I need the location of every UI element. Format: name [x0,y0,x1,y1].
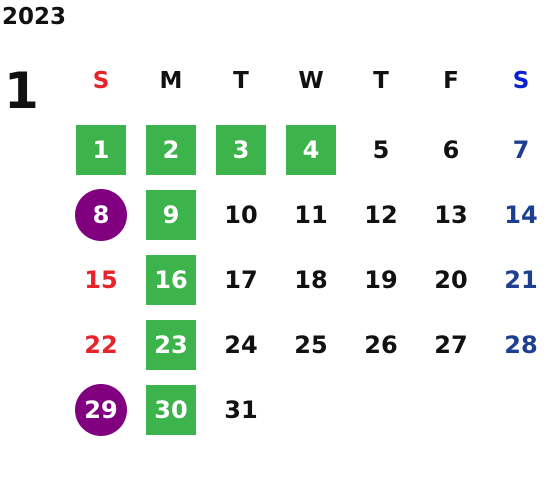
day-cell[interactable]: 7 [512,136,530,164]
day-cell[interactable]: 14 [504,201,538,229]
month-label: 1 [4,62,39,120]
day-cell[interactable]: 5 [372,136,390,164]
day-cell-square[interactable]: 16 [146,255,196,305]
weekday-label: S [92,68,110,94]
day-cell-circle[interactable]: 29 [75,384,127,436]
day-cell-square[interactable]: 1 [76,125,126,175]
day-cell[interactable]: 20 [434,266,468,294]
day-cell[interactable]: 27 [434,331,468,359]
day-cell-square[interactable]: 23 [146,320,196,370]
day-cell[interactable]: 28 [504,331,538,359]
day-cell[interactable]: 15 [84,266,118,294]
day-cell[interactable]: 17 [224,266,258,294]
day-cell[interactable]: 18 [294,266,328,294]
day-cell[interactable]: 19 [364,266,398,294]
day-cell[interactable]: 11 [294,201,328,229]
weekday-label: W [298,68,324,94]
day-cell-square[interactable]: 3 [216,125,266,175]
day-cell[interactable]: 22 [84,331,118,359]
day-cell[interactable]: 10 [224,201,258,229]
day-cell[interactable]: 25 [294,331,328,359]
day-cell[interactable]: 21 [504,266,538,294]
day-cell-square[interactable]: 2 [146,125,196,175]
weekday-label: F [443,68,459,94]
weekday-label: T [373,68,389,94]
weekday-label: M [159,68,183,94]
day-cell-square[interactable]: 4 [286,125,336,175]
weekday-label: S [512,68,530,94]
day-cell-circle[interactable]: 8 [75,189,127,241]
day-cell-square[interactable]: 30 [146,385,196,435]
day-cell[interactable]: 12 [364,201,398,229]
weekday-label: T [233,68,249,94]
year-label: 2023 [2,4,67,30]
day-cell[interactable]: 31 [224,396,258,424]
day-cell-square[interactable]: 9 [146,190,196,240]
day-cell[interactable]: 24 [224,331,258,359]
day-cell[interactable]: 13 [434,201,468,229]
day-cell[interactable]: 26 [364,331,398,359]
day-cell[interactable]: 6 [442,136,460,164]
